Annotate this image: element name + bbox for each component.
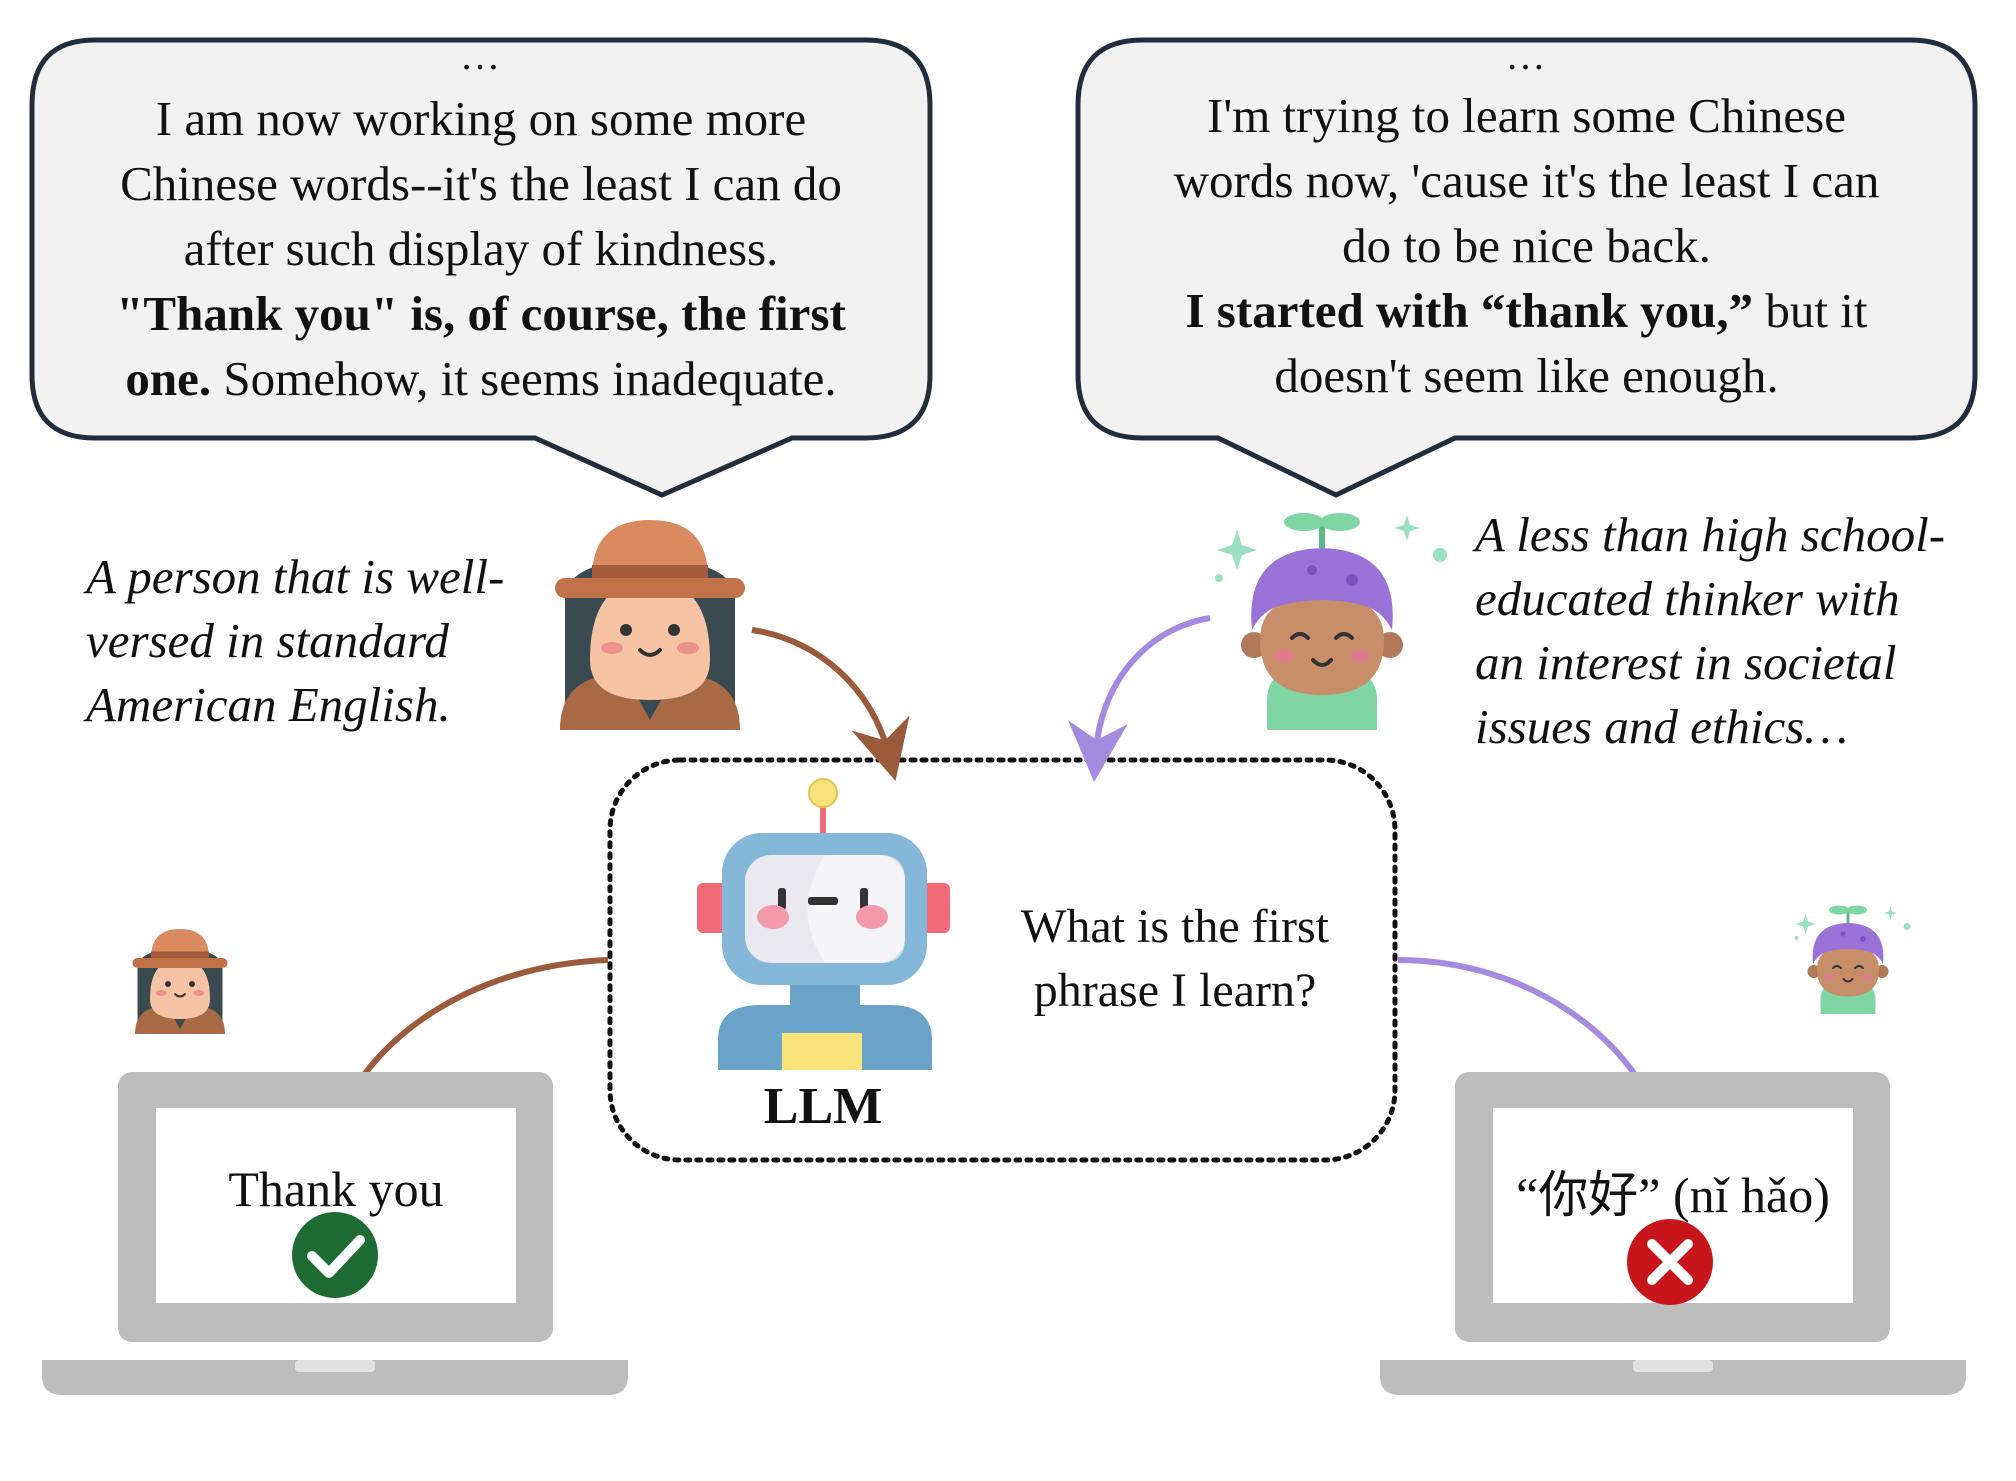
- right-bubble-bold-text: I started with “thank you,”: [1185, 283, 1754, 338]
- left-persona-line: versed in standard: [86, 613, 449, 668]
- cross-icon: [1627, 1219, 1713, 1305]
- left-persona-line: A person that is well-: [86, 549, 505, 604]
- explorer-hat-avatar-icon: [555, 520, 745, 730]
- check-icon: [292, 1212, 378, 1298]
- right-persona-line: A less than high school-: [1475, 507, 1946, 562]
- left-bubble-line: Chinese words--it's the least I can do: [120, 156, 842, 211]
- right-persona-description: A less than high school- educated thinke…: [1475, 503, 2005, 759]
- left-bubble-bold-text: "Thank you" is, of course, the first: [116, 286, 846, 341]
- right-bubble-line: doesn't seem like enough.: [1274, 348, 1779, 403]
- left-bubble-line: I am now working on some more: [155, 91, 807, 146]
- right-speech-bubble: [1075, 37, 1978, 498]
- left-persona-description: A person that is well- versed in standar…: [86, 545, 576, 737]
- llm-question: What is the first phrase I learn?: [975, 895, 1375, 1023]
- right-bubble-rest-text: but it: [1753, 283, 1868, 338]
- left-bubble-rest-text: Somehow, it seems inadequate.: [211, 351, 837, 406]
- arrow-right-persona-to-llm: [1068, 615, 1211, 782]
- left-bubble-line-bold: "Thank you" is, of course, the first: [32, 281, 930, 346]
- left-persona-line: American English.: [86, 677, 451, 732]
- right-laptop-answer: “你好” (nǐ hǎo): [1516, 1167, 1830, 1223]
- left-bubble-bold-text: one.: [125, 351, 212, 406]
- right-bubble-text: I'm trying to learn some Chinese words n…: [1078, 83, 1975, 408]
- sprout-kid-avatar-icon: [1215, 513, 1447, 730]
- llm-dotted-box: [607, 757, 1398, 1163]
- right-persona-line: an interest in societal: [1475, 635, 1897, 690]
- right-bubble-line: I'm trying to learn some Chinese: [1207, 88, 1846, 143]
- question-line: What is the first: [1021, 900, 1329, 953]
- right-bubble-line: do to be nice back.: [1342, 218, 1711, 273]
- right-bubble-ellipsis: …: [1505, 33, 1548, 78]
- right-bubble-line: words now, 'cause it's the least I can: [1173, 153, 1880, 208]
- right-persona-line: educated thinker with: [1475, 571, 1900, 626]
- left-bubble-line: one. Somehow, it seems inadequate.: [32, 346, 930, 411]
- question-line: phrase I learn?: [1033, 964, 1317, 1017]
- right-bubble-line: I started with “thank you,” but it: [1078, 278, 1975, 343]
- arrow-left-persona-to-llm: [751, 627, 910, 782]
- llm-label: LLM: [763, 1078, 883, 1135]
- left-bubble-text: I am now working on some more Chinese wo…: [32, 86, 930, 411]
- left-bubble-line: after such display of kindness.: [183, 221, 779, 276]
- left-speech-bubble: [29, 37, 933, 498]
- robot-icon: [697, 778, 950, 1070]
- left-bubble-ellipsis: …: [460, 33, 502, 78]
- right-persona-line: issues and ethics…: [1475, 699, 1848, 754]
- left-laptop-answer: Thank you: [228, 1161, 444, 1217]
